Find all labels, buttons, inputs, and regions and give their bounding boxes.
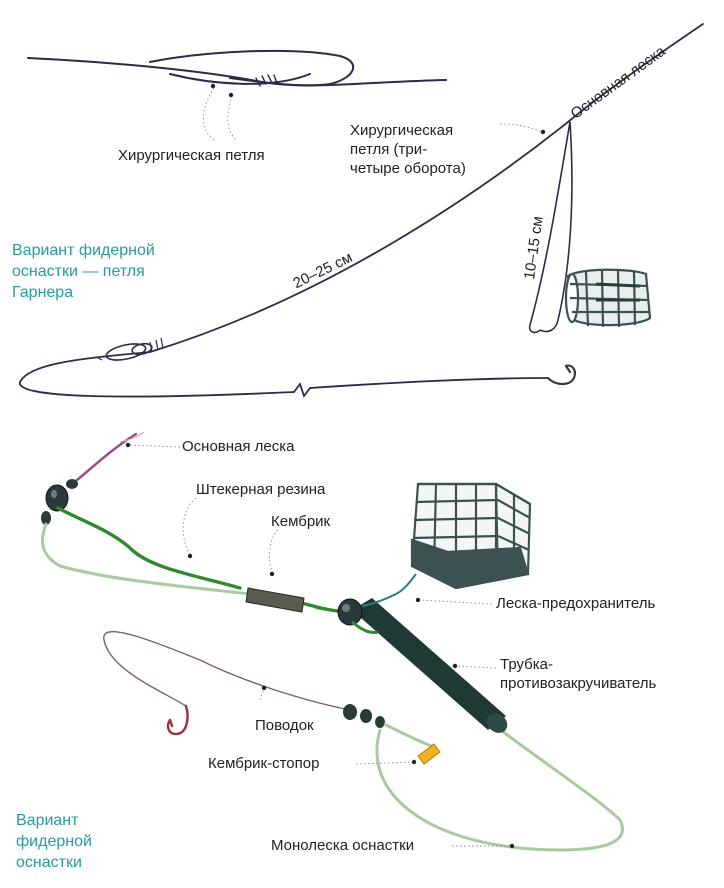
surgical-loop-knot [27,49,447,87]
hook-top [546,364,576,386]
safety-line [361,573,417,607]
label-cambric-stopper: Кембрик-стопор [208,755,320,772]
leader-line [103,631,351,711]
label-shock-gum: Штекерная резина [196,481,326,498]
cambric-tube [245,587,305,613]
label-variant-garner: Вариант фидерной оснастки — петля Гарнер… [12,242,155,301]
garner-main-line [19,23,704,398]
surgical-loop-turns-leader [499,123,543,133]
anti-tangle-tube [352,598,508,733]
label-main-line-bottom: Основная леска [182,438,295,455]
label-anti-tangle-tube: Трубка-противозакручиватель [500,656,657,692]
feeder-cage-bottom [410,482,532,590]
hook-bottom [166,704,189,736]
label-leader: Поводок [255,717,314,734]
swivel-top [41,479,78,525]
swivel-bottom [343,704,385,728]
swivel-middle [337,598,379,634]
surgical-loop-leader [203,87,237,141]
main-line-magenta [70,432,138,486]
label-variant-feeder: Вариант фидерной оснастки [16,812,92,871]
label-safety-line: Леска-предохранитель [496,595,656,612]
garner-knot [97,337,164,361]
callout-leaders [127,444,510,847]
callout-dots [125,442,515,849]
label-cambric: Кембрик [271,513,331,530]
label-mono-rig: Монолеска оснастки [271,837,415,854]
feeder-cage-top [564,268,652,328]
label-surgical-loop: Хирургическая петля [118,147,265,164]
cambric-stopper [417,743,441,765]
label-surgical-loop-turns: Хирургическая петля (три-четыре оборота) [350,122,466,177]
feeder-loop-line [528,121,573,334]
